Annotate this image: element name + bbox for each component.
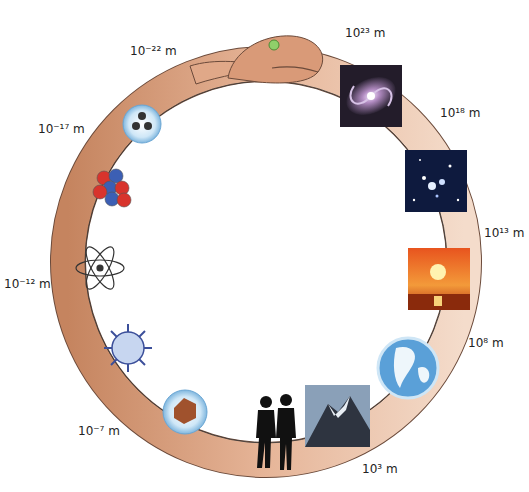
illustration-shape (228, 36, 323, 83)
illustration-shape (436, 195, 439, 198)
illustration-shape (111, 359, 117, 365)
illustration-shape (139, 359, 145, 365)
illustration-shape (256, 410, 276, 468)
illustration-shape (127, 364, 129, 372)
illustration-shape (85, 81, 447, 443)
proton-picture (123, 105, 161, 143)
illustration-shape (139, 331, 145, 337)
illustration-shape (418, 367, 429, 383)
scale-label: 10²³ m (345, 26, 385, 40)
illustration-shape (419, 159, 421, 161)
illustration-shape (340, 65, 402, 127)
snake-body (68, 64, 464, 460)
scale-label: 10³ m (362, 462, 398, 476)
galaxy-picture (340, 65, 402, 127)
scale-label: 10⁸ m (468, 336, 504, 350)
illustration-shape (115, 181, 129, 195)
illustration-shape (144, 122, 152, 130)
illustration-shape (127, 324, 129, 332)
cell-picture (163, 390, 207, 434)
illustration-shape (138, 112, 146, 120)
illustration-shape (93, 185, 107, 199)
illustration-shape (430, 264, 446, 280)
illustration-shape (81, 243, 119, 293)
illustration-shape (413, 199, 415, 201)
illustration-shape (378, 338, 438, 398)
illustration-shape (123, 105, 161, 143)
illustration-shape (434, 296, 442, 306)
scale-label: 10¹³ m (484, 226, 524, 240)
illustration-shape (305, 385, 370, 447)
illustration-shape (328, 396, 350, 418)
illustration-shape (394, 347, 415, 388)
illustration-shape (305, 396, 370, 447)
illustration-shape (405, 150, 467, 212)
illustration-shape (428, 182, 436, 190)
illustration-shape (408, 248, 470, 310)
illustration-shape (104, 347, 112, 349)
illustration-shape (457, 199, 459, 201)
illustration-shape (97, 265, 103, 271)
illustration-shape (367, 92, 375, 100)
scale-label: 10¹⁸ m (440, 106, 480, 120)
illustration-shape (174, 398, 196, 424)
illustration-shape (104, 324, 152, 372)
illustration-shape (449, 165, 452, 168)
illustration-shape (81, 243, 119, 293)
illustration-shape (340, 70, 401, 123)
star-cluster-picture (405, 150, 467, 212)
nucleus-picture (93, 169, 131, 207)
sun-picture (408, 248, 470, 310)
illustration-shape (272, 67, 318, 72)
people-silhouette (256, 394, 296, 470)
scale-label: 10⁻²² m (130, 44, 177, 58)
illustration-shape (163, 390, 207, 434)
scale-label: 10⁻⁷ m (78, 424, 120, 438)
illustration-shape (144, 347, 152, 349)
illustration-shape (422, 176, 426, 180)
illustration-shape (280, 394, 292, 406)
scale-label: 10⁻¹² m (4, 277, 51, 291)
atom-picture (76, 243, 124, 293)
virus-picture (104, 324, 152, 372)
mountain-picture (305, 385, 370, 447)
illustration-shape (68, 64, 464, 460)
illustration-shape (111, 331, 117, 337)
illustration-shape (112, 332, 144, 364)
illustration-shape (76, 260, 124, 276)
illustration-shape (260, 396, 272, 408)
illustration-shape (117, 193, 131, 207)
earth-picture (378, 338, 438, 398)
scale-label: 10⁻¹⁷ m (38, 122, 85, 136)
illustration-shape (269, 40, 279, 50)
illustration-shape (68, 64, 464, 460)
illustration-shape (132, 122, 140, 130)
illustration-shape (276, 408, 296, 470)
illustration-shape (408, 294, 470, 310)
illustration-shape (439, 179, 445, 185)
snake-head (228, 36, 323, 83)
